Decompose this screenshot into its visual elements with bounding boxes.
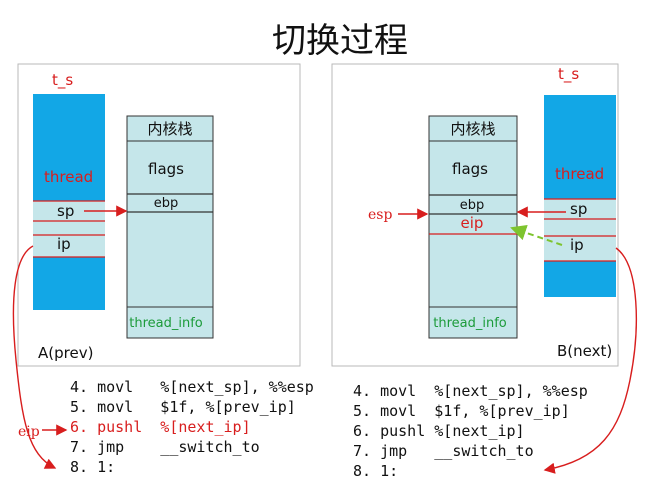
left-flags-label: flags xyxy=(148,160,184,178)
right-esp-label: esp xyxy=(368,207,392,223)
right-ts-label: t_s xyxy=(558,65,579,84)
left-eip-marker: eip xyxy=(18,424,40,440)
page-title: 切换过程 xyxy=(272,21,408,61)
left-ebp-label: ebp xyxy=(154,196,179,211)
left-ip-curve-arrow xyxy=(12,245,57,469)
right-thread-label: thread xyxy=(555,165,604,183)
right-eip-label: eip xyxy=(461,214,484,232)
right-sp-label: sp xyxy=(570,200,587,218)
right-thread-column xyxy=(544,95,616,297)
right-code-line: 4. movl %[next_sp], %%esp xyxy=(353,382,588,400)
left-ts-label: t_s xyxy=(52,71,73,90)
right-ip-eip-arrow xyxy=(510,224,563,246)
left-code-line: 4. movl %[next_sp], %%esp xyxy=(70,378,314,396)
right-ip-curve-arrow xyxy=(543,247,638,474)
left-code-line-highlight: 6. pushl %[next_ip] xyxy=(70,418,251,436)
left-ip-label: ip xyxy=(57,235,71,253)
left-sp-label: sp xyxy=(57,202,74,220)
left-panel-frame xyxy=(17,63,301,367)
left-kernel-stack xyxy=(126,115,214,339)
right-panel-frame xyxy=(331,63,619,367)
left-code-line: 7. jmp __switch_to xyxy=(70,438,260,456)
left-stack-header: 内核栈 xyxy=(147,120,192,138)
right-flags-label: flags xyxy=(452,160,488,178)
right-kernel-stack xyxy=(428,115,518,339)
right-thread-info-label: thread_info xyxy=(433,316,507,331)
right-ebp-label: ebp xyxy=(460,198,485,213)
right-code-line: 6. pushl %[next_ip] xyxy=(353,422,525,440)
right-code-line: 7. jmp __switch_to xyxy=(353,442,534,460)
right-slot-block xyxy=(544,199,616,261)
left-thread-label: thread xyxy=(44,168,93,186)
left-code-line: 5. movl $1f, %[prev_ip] xyxy=(70,398,296,416)
right-ip-label: ip xyxy=(570,236,584,254)
left-code-block: 4. movl %[next_sp], %%esp 5. movl $1f, %… xyxy=(70,378,314,476)
right-code-line: 5. movl $1f, %[prev_ip] xyxy=(353,402,570,420)
right-code-block: 4. movl %[next_sp], %%esp 5. movl $1f, %… xyxy=(353,382,588,480)
left-caption: A(prev) xyxy=(38,344,93,362)
left-thread-info-label: thread_info xyxy=(129,316,203,331)
right-code-line: 8. 1: xyxy=(353,462,398,480)
right-stack-header: 内核栈 xyxy=(450,120,495,138)
left-code-line: 8. 1: xyxy=(70,458,115,476)
right-caption: B(next) xyxy=(557,342,612,360)
